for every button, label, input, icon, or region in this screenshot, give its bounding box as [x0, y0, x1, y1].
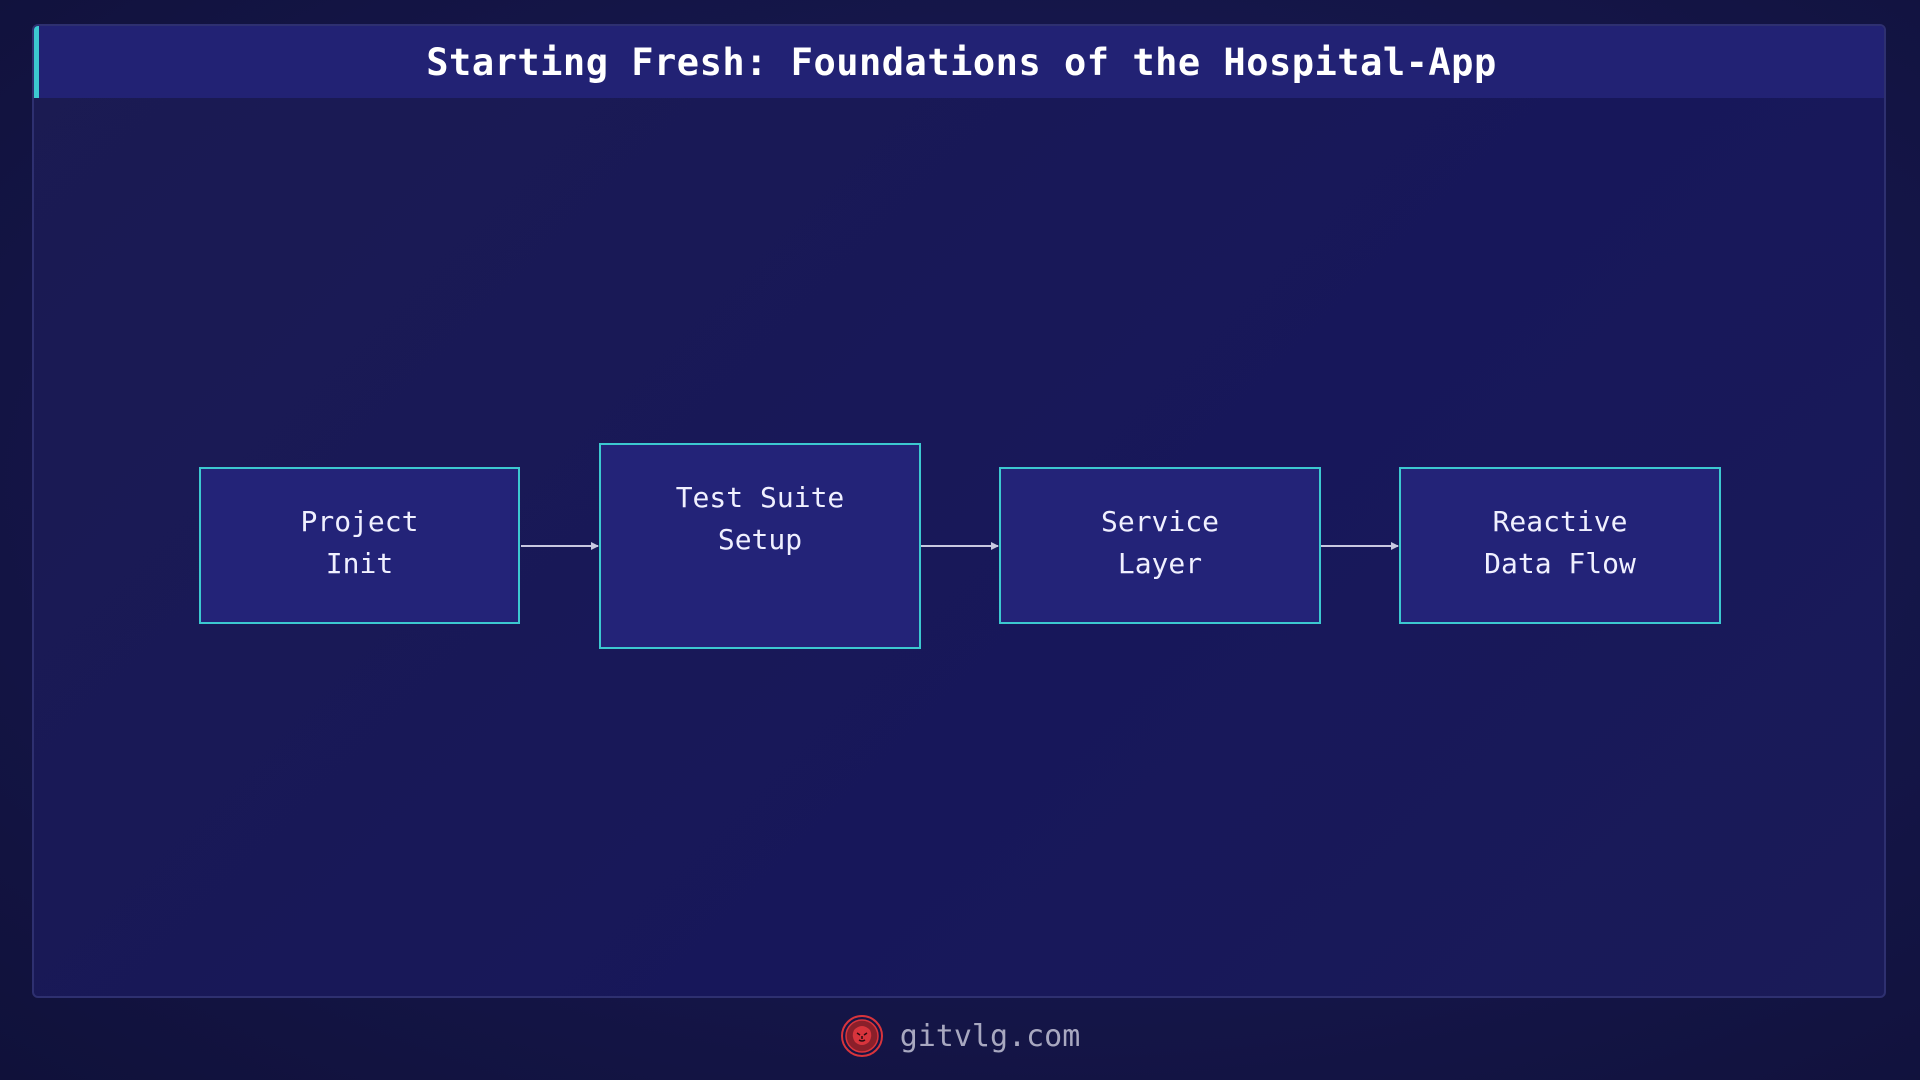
node-reactive-data-flow: Reactive Data Flow [1399, 467, 1721, 624]
title-bar: Starting Fresh: Foundations of the Hospi… [34, 26, 1884, 98]
node-label: Project Init [300, 505, 419, 580]
footer-site-link[interactable]: gitvlg.com [899, 1018, 1081, 1054]
page-title: Starting Fresh: Foundations of the Hospi… [426, 40, 1497, 84]
node-test-suite-setup: Test Suite Setup [599, 443, 921, 649]
node-label: Reactive Data Flow [1484, 505, 1636, 580]
node-label: Test Suite Setup [675, 481, 845, 556]
footer: gitvlg.com [0, 1012, 1920, 1060]
node-project-init: Project Init [199, 467, 520, 624]
node-service-layer: Service Layer [999, 467, 1321, 624]
node-label: Service Layer [1100, 505, 1219, 580]
lion-crest-icon[interactable] [840, 1014, 884, 1058]
